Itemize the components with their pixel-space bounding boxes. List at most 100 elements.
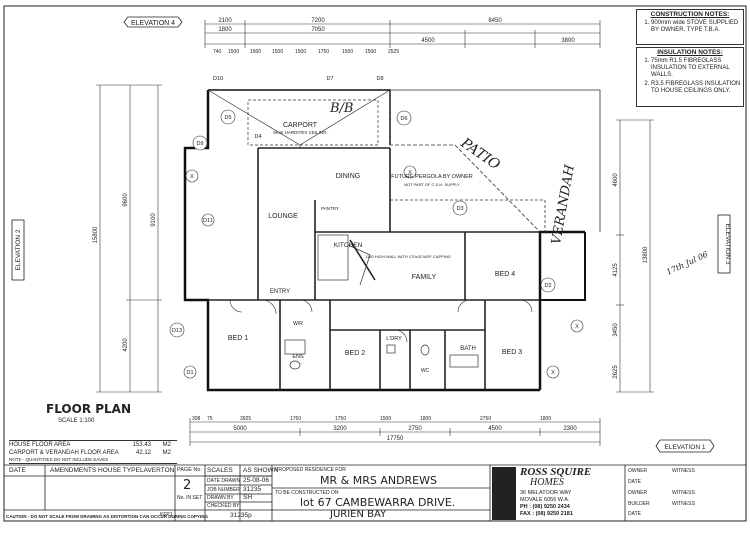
carport-area-row: CARPORT & VERANDAH FLOOR AREA 42.12 M2 [9,450,171,456]
tb-page-header: PAGE No [177,467,201,473]
svg-text:1500: 1500 [228,49,239,55]
dim-left-3: 4200 [123,338,129,352]
room-carport: CARPORT [283,122,318,129]
svg-text:2750: 2750 [408,426,422,432]
kitchen-bench [317,234,371,286]
carport-roof-lines [207,89,391,148]
svg-text:3925: 3925 [240,416,251,422]
tb-date-1: DATE [628,479,641,485]
tb-caution: CAUTION - DO NOT SCALE FROM DRAWING AS D… [6,514,208,519]
svg-text:D10: D10 [213,76,223,82]
room-bed2: BED 2 [345,350,365,357]
plan-scale: SCALE 1:100 [58,418,95,424]
dim-right-5: 2625 [613,365,619,379]
tb-builder: BUILDER [628,501,650,507]
room-bed3: BED 3 [502,349,522,356]
room-family: FAMILY [412,274,437,281]
svg-text:740: 740 [213,49,222,55]
room-lounge: LOUNGE [268,213,298,220]
tb-client: MR & MRS ANDREWS [320,474,437,487]
plan-title: FLOOR PLAN [46,402,132,416]
right-dimensions [616,119,654,393]
tb-witness-1: WITNESS [672,468,695,474]
tb-addr-2: MOVALE 6056 W.A. [520,497,570,503]
svg-text:1800: 1800 [540,416,551,422]
svg-text:2750: 2750 [480,416,491,422]
tb-job-label: JOB NUMBER [207,487,240,493]
tb-lot: lot 67 CAMBEWARRA DRIVE. [300,496,456,509]
svg-text:1750: 1750 [290,416,301,422]
svg-text:1500: 1500 [250,49,261,55]
areas-table: HOUSE FLOOR AREA 153.43 M2 CARPORT & VER… [9,440,177,464]
pergola-note: NOT PART OF C.S.H. SUPPLY [404,182,460,187]
tb-owner-2: OWNER [628,490,648,496]
svg-text:2300: 2300 [563,426,577,432]
company-logo [492,467,516,520]
left-dimensions [96,84,162,393]
svg-text:5000: 5000 [233,426,247,432]
dim-right-4: 3450 [613,323,619,337]
svg-text:1500: 1500 [342,49,353,55]
bottom-dimensions [189,418,601,446]
tb-footer-job: 31235p [230,512,252,519]
svg-text:ELEVATION 4: ELEVATION 4 [131,20,175,27]
tb-date-drawn-label: DATE DRAWN [207,478,241,484]
handwritten-note: 17th Jul 06 [665,250,709,277]
dim-top-7: 3800 [561,38,575,44]
tb-job: 31235 [243,486,262,493]
svg-text:D3: D3 [456,206,463,212]
dim-top-row3: 740 1500 1500 1500 1500 1750 1500 1500 2… [213,49,399,55]
svg-text:ELEVATION 3: ELEVATION 3 [724,224,731,265]
tb-proposed-label: PROPOSED RESIDENCE FOR [275,467,346,473]
svg-text:D11: D11 [203,218,213,224]
dim-left-4: 9100 [151,213,157,227]
pergola-label: FUTURE PERGOLA BY OWNER [391,174,473,180]
dim-left-2: 9600 [123,193,129,207]
svg-text:X: X [190,174,194,180]
svg-text:1500: 1500 [380,416,391,422]
tb-owner-1: OWNER [628,468,648,474]
svg-text:X: X [408,170,412,176]
svg-text:1500: 1500 [365,49,376,55]
svg-text:X: X [575,324,579,330]
top-dimensions [204,20,601,48]
svg-text:3200: 3200 [333,426,347,432]
elevation-marker-left: ELEVATION 2 [11,219,25,281]
svg-text:D7: D7 [326,76,333,82]
fixtures [284,339,479,370]
svg-text:D13: D13 [172,328,182,334]
tb-witness-2: WITNESS [672,490,695,496]
dim-bottom-row2: 5000 3200 2750 4500 2300 [233,426,577,432]
dim-left-total: 15800 [93,226,99,243]
room-ens: ENS [292,354,304,360]
room-bed4: BED 4 [495,271,515,278]
insulation-note-item: R3.5 FIBREGLASS INSULATION TO HOUSE CEIL… [651,81,743,95]
tb-drawn-label: DRAWN BY [207,495,234,501]
tb-kfp: KFP1 [160,512,173,518]
tb-date-header: DATE [9,467,26,474]
svg-text:ELEVATION 2: ELEVATION 2 [15,229,22,270]
dim-right-3: 4125 [613,263,619,277]
elevation-marker-bottom: ELEVATION 1 [655,439,715,453]
svg-text:1750: 1750 [335,416,346,422]
dim-right-total: 13800 [643,246,649,263]
internal-walls [208,147,540,390]
dim-bottom-row1: 308 75 3925 1750 1750 1500 1800 2750 180… [192,416,551,422]
svg-text:X: X [551,370,555,376]
tb-addr-1: 36 MELATOOR WAY [520,490,572,496]
room-kitchen: KITCHEN [334,242,363,249]
tb-witness-3: WITNESS [672,501,695,507]
room-bed1: BED 1 [228,335,248,342]
svg-text:D4: D4 [254,134,261,140]
tb-scale-value: AS SHOWN [243,467,279,474]
dim-top-6: 4500 [421,38,435,44]
patio-outline [389,89,601,233]
tb-date-2: DATE [628,511,641,517]
tb-set-label: No. IN SET [177,495,203,501]
wall-note: 1150 HIGH WALL WITH 170x32 MDF CAPPING [365,254,451,259]
room-dining: DINING [336,173,361,180]
svg-text:2525: 2525 [388,49,399,55]
dim-top-4: 1800 [218,27,232,33]
external-walls [183,89,586,392]
